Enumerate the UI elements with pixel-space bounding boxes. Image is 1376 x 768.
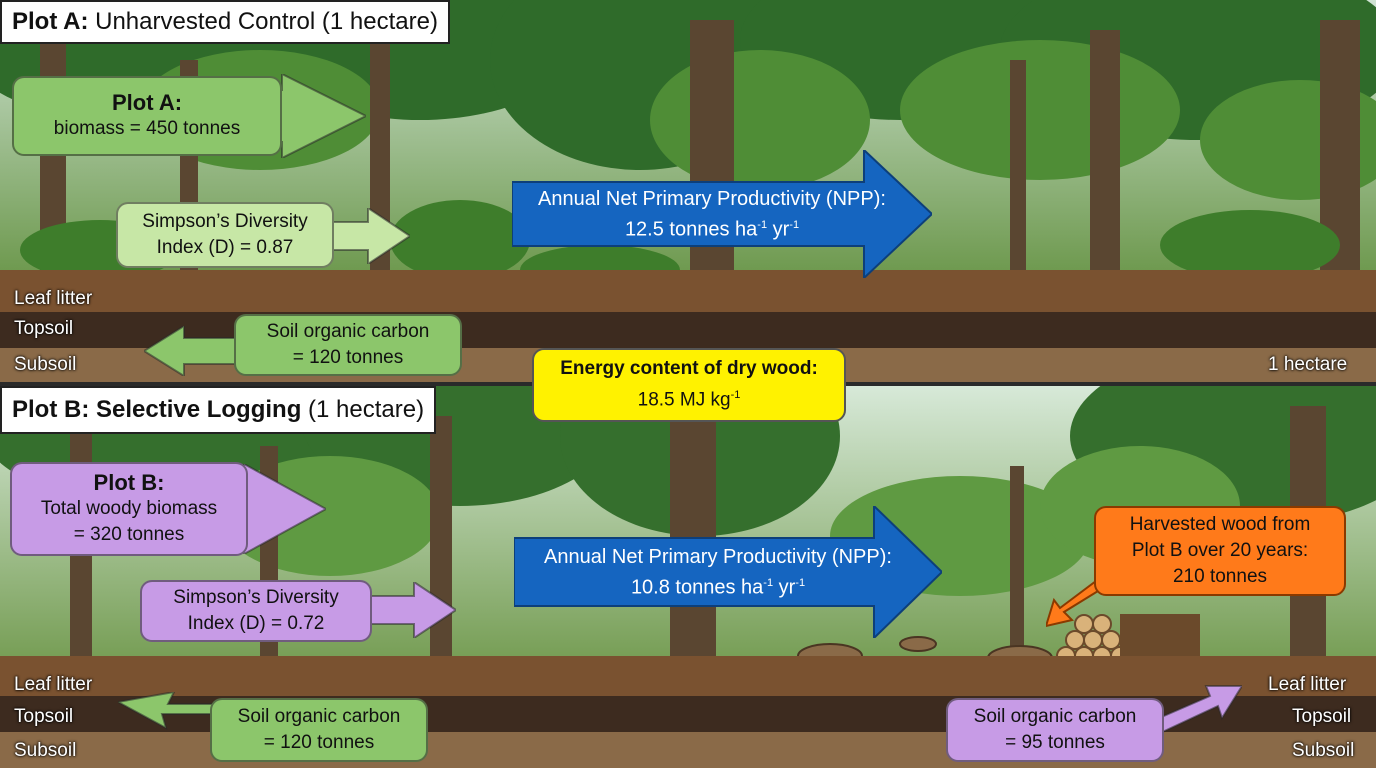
plot-b-soil-left-line2: = 120 tonnes	[263, 732, 375, 753]
plot-b-title-rest: (1 hectare)	[301, 396, 425, 423]
plot-b-panel: Plot B: Selective Logging (1 hectare) Pl…	[0, 386, 1376, 768]
energy-content-callout: Energy content of dry wood: 18.5 MJ kg-1	[532, 348, 846, 422]
plot-a-npp-arrow: Annual Net Primary Productivity (NPP): 1…	[512, 150, 932, 278]
plot-b-harvest-value: 210 tonnes	[1172, 566, 1268, 587]
plot-b-layer-subsoil-right: Subsoil	[1292, 740, 1355, 761]
plot-a-simpson-line2: Index (D) = 0.87	[156, 237, 294, 258]
plot-a-biomass-value: biomass = 450 tonnes	[53, 118, 241, 139]
plot-b-soil-right-arrow	[1150, 685, 1242, 736]
plot-b-layer-topsoil-left: Topsoil	[14, 706, 74, 727]
plot-a-npp-label: Annual Net Primary Productivity (NPP):	[538, 188, 886, 210]
energy-content-value: 18.5 MJ kg-1	[637, 389, 741, 411]
plot-a-soil-callout: Soil organic carbon = 120 tonnes	[234, 314, 462, 376]
plot-a-area-label: 1 hectare	[1268, 354, 1348, 375]
plot-a-layer-leaf-litter: Leaf litter	[14, 288, 93, 309]
plot-a-layer-topsoil: Topsoil	[14, 318, 74, 339]
plot-a-simpson-line1: Simpson’s Diversity	[142, 211, 308, 232]
plot-b-harvest-line1: Harvested wood from	[1129, 514, 1311, 535]
plot-b-layer-leaf-litter-right: Leaf litter	[1268, 674, 1347, 695]
plot-b-title: Plot B: Selective Logging (1 hectare)	[0, 386, 437, 434]
plot-b-soil-left-callout: Soil organic carbon = 120 tonnes	[210, 698, 428, 762]
plot-b-simpson-callout: Simpson’s Diversity Index (D) = 0.72	[140, 580, 372, 642]
plot-a-npp-value: 12.5 tonnes ha-1 yr-1	[624, 218, 800, 241]
plot-b-soil-left-line1: Soil organic carbon	[237, 706, 401, 727]
plot-b-layer-subsoil-left: Subsoil	[14, 740, 77, 761]
plot-b-soil-right-line1: Soil organic carbon	[973, 706, 1137, 727]
plot-b-layer-topsoil-right: Topsoil	[1292, 706, 1352, 727]
plot-b-simpson-line1: Simpson’s Diversity	[173, 587, 339, 608]
plot-b-soil-right-callout: Soil organic carbon = 95 tonnes	[946, 698, 1164, 762]
plot-b-biomass-callout: Plot B: Total woody biomass = 320 tonnes	[10, 462, 248, 556]
plot-a-biomass-head: Plot A:	[111, 90, 183, 115]
plot-a-title-bold: Plot A:	[12, 8, 89, 35]
plot-a-soil-line2: = 120 tonnes	[292, 347, 404, 368]
plot-a-soil-line1: Soil organic carbon	[266, 321, 430, 342]
plot-b-npp-arrow: Annual Net Primary Productivity (NPP): 1…	[514, 506, 942, 638]
plot-b-title-bold: Plot B: Selective Logging	[12, 396, 302, 423]
plot-b-layer-leaf-litter-left: Leaf litter	[14, 674, 93, 695]
plot-a-simpson-callout: Simpson’s Diversity Index (D) = 0.87	[116, 202, 334, 268]
plot-b-harvest-callout: Harvested wood from Plot B over 20 years…	[1094, 506, 1346, 596]
plot-a-panel: Plot A: Unharvested Control (1 hectare) …	[0, 0, 1376, 384]
plot-a-title: Plot A: Unharvested Control (1 hectare)	[0, 0, 450, 44]
plot-b-harvest-line2: Plot B over 20 years:	[1131, 540, 1309, 561]
plot-b-npp-text: Annual Net Primary Productivity (NPP): 1…	[514, 544, 922, 601]
plot-b-npp-label: Annual Net Primary Productivity (NPP):	[544, 546, 892, 568]
plot-b-simpson-line2: Index (D) = 0.72	[187, 613, 325, 634]
plot-b-npp-value: 10.8 tonnes ha-1 yr-1	[630, 576, 806, 599]
plot-b-biomass-line2: = 320 tonnes	[73, 524, 185, 545]
plot-b-biomass-line1: Total woody biomass	[40, 498, 218, 519]
plot-a-layer-subsoil: Subsoil	[14, 354, 77, 375]
plot-a-biomass-callout: Plot A: biomass = 450 tonnes	[12, 76, 282, 156]
plot-a-title-rest: Unharvested Control (1 hectare)	[88, 8, 438, 35]
plot-a-npp-text: Annual Net Primary Productivity (NPP): 1…	[512, 186, 912, 243]
plot-b-biomass-head: Plot B:	[93, 470, 165, 495]
plot-b-soil-right-line2: = 95 tonnes	[1005, 732, 1105, 753]
energy-content-head: Energy content of dry wood:	[560, 358, 818, 380]
